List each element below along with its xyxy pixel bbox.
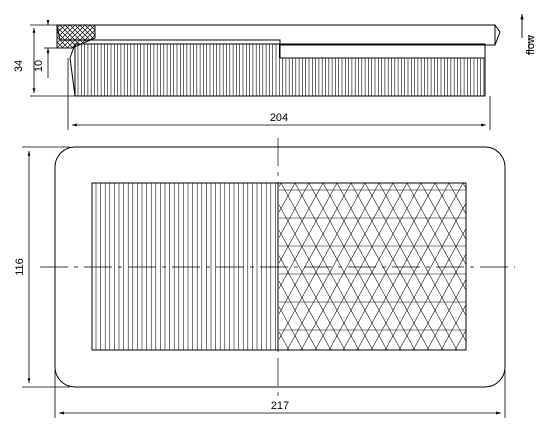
dim-side-length: 204 [270,112,288,124]
vertical-pleat-lines [95,183,276,350]
dim-width: 116 [14,258,26,276]
side-view [56,24,501,97]
side-dimensions [30,20,491,130]
side-pleat-lines [77,44,485,96]
flow-label: flow [525,35,537,55]
pleat-body [74,43,486,97]
media-area [91,182,467,351]
frame-outline [56,24,496,46]
top-dimensions [22,146,506,418]
dim-total-height: 34 [13,60,25,72]
dim-length: 217 [271,400,289,412]
diamond-mesh [279,183,466,350]
frame-taper [480,24,501,46]
seal-block [56,24,96,49]
center-lines [40,138,515,398]
dim-frame-height: 10 [33,60,45,72]
